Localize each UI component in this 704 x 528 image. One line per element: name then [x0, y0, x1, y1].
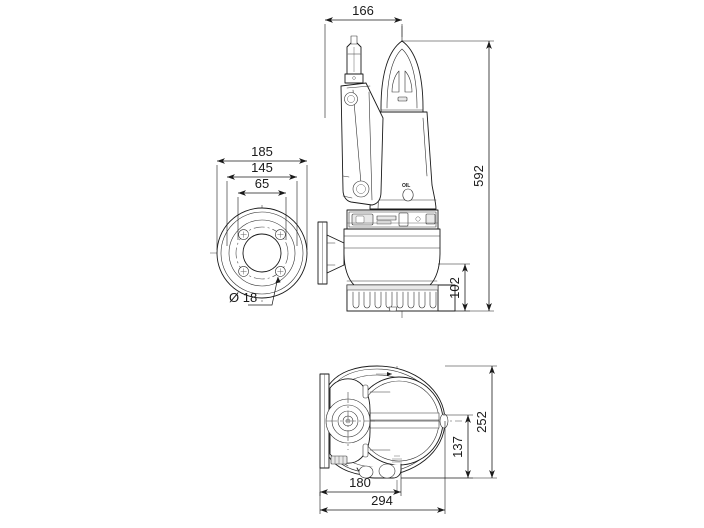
dimension-180: 180: [319, 468, 402, 496]
callout-bolt-hole-diameter: Ø 18: [229, 276, 281, 306]
oil-plug: OIL: [402, 183, 414, 202]
suction-strainer: [346, 284, 456, 312]
plan-bottom-view: 252 137 180 294: [319, 365, 497, 514]
plan-motor-boss: [325, 378, 376, 464]
dimension-65: 65: [237, 176, 287, 240]
flange-end-view: 185 145 65 Ø 18: [210, 144, 308, 306]
dimension-185-label: 185: [251, 144, 273, 159]
clamp-band: [346, 209, 439, 230]
discharge-flange-side: [317, 221, 345, 285]
dimension-252-label: 252: [474, 411, 489, 433]
front-elevation-view: OIL: [317, 3, 494, 318]
callout-bolt-hole-diameter-label: Ø 18: [229, 290, 257, 305]
dimension-166: 166: [324, 3, 403, 118]
cable-entry: [344, 35, 364, 84]
flange-bore: [242, 233, 282, 273]
flange-outer-circle-inner: [220, 211, 304, 295]
plan-cast-mark: [392, 455, 402, 463]
dimension-137: 137: [401, 414, 473, 479]
dimension-592-label: 592: [471, 165, 486, 187]
plan-boss-keyways: [362, 384, 391, 458]
oil-plug-label: OIL: [402, 183, 410, 189]
dimension-185: 185: [216, 144, 308, 250]
dimension-102: 102: [438, 263, 470, 312]
plan-rotation-arrow: [376, 372, 392, 376]
flange-bolt-circle: [235, 226, 289, 280]
lifting-handle: [380, 40, 424, 115]
dimension-294: 294: [319, 421, 446, 514]
dimension-137-label: 137: [450, 436, 465, 458]
dimension-294-label: 294: [371, 493, 393, 508]
plan-clamp-block: [330, 455, 348, 465]
bolt-hole-crosses: [240, 231, 284, 275]
dimension-166-label: 166: [352, 3, 374, 18]
cooling-jacket-arm: [340, 82, 384, 206]
dimension-145: 145: [226, 160, 298, 246]
flange-raised-face: [228, 219, 296, 287]
dimension-180-label: 180: [349, 475, 371, 490]
plan-right-boss: [439, 413, 449, 429]
dimension-102-label: 102: [447, 277, 462, 299]
dimension-65-label: 65: [255, 176, 269, 191]
dimension-145-label: 145: [251, 160, 273, 175]
pump-volute: [343, 228, 441, 286]
plan-support-feet: [337, 459, 402, 479]
